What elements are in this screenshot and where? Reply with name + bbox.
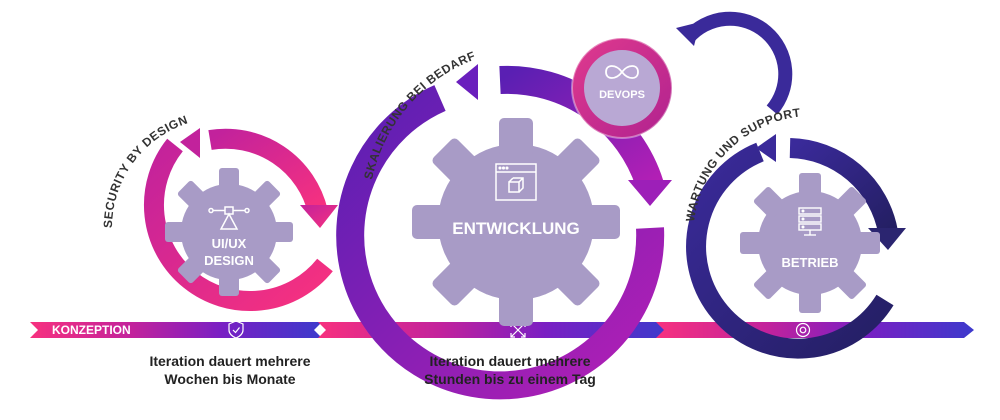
- caption-left: Iteration dauert mehrere Wochen bis Mona…: [120, 352, 340, 388]
- caption-left-line2: Wochen bis Monate: [164, 371, 296, 387]
- caption-left-line1: Iteration dauert mehrere: [149, 353, 311, 369]
- return-arc: [682, 11, 793, 115]
- uiux-label-line1: UI/UX: [212, 236, 247, 251]
- infinity-icon: [605, 65, 639, 79]
- shield-icon: [228, 320, 244, 339]
- cycle-betrieb: [686, 134, 906, 359]
- uiux-label-line2: DESIGN: [204, 253, 254, 268]
- gear-betrieb: BETRIEB: [740, 173, 880, 313]
- betrieb-label: BETRIEB: [781, 255, 838, 270]
- caption-middle-line2: Stunden bis zu einem Tag: [424, 371, 596, 387]
- caption-middle: Iteration dauert mehrere Stunden bis zu …: [400, 352, 620, 388]
- settings-cycle-icon: [795, 322, 811, 338]
- entwicklung-label: ENTWICKLUNG: [452, 219, 579, 238]
- browser-cube-icon: [495, 163, 537, 201]
- devops-node: DEVOPS: [571, 37, 673, 139]
- vector-pen-icon: [208, 206, 250, 230]
- caption-middle-line1: Iteration dauert mehrere: [429, 353, 591, 369]
- gear-uiux: UI/UX DESIGN: [165, 168, 293, 296]
- gear-entwicklung: ENTWICKLUNG: [412, 118, 620, 326]
- server-rack-icon: [798, 207, 822, 236]
- devops-label: DEVOPS: [599, 89, 645, 101]
- band-segment-konzeption: [30, 322, 322, 338]
- timeline-phase-label: KONZEPTION: [52, 323, 131, 337]
